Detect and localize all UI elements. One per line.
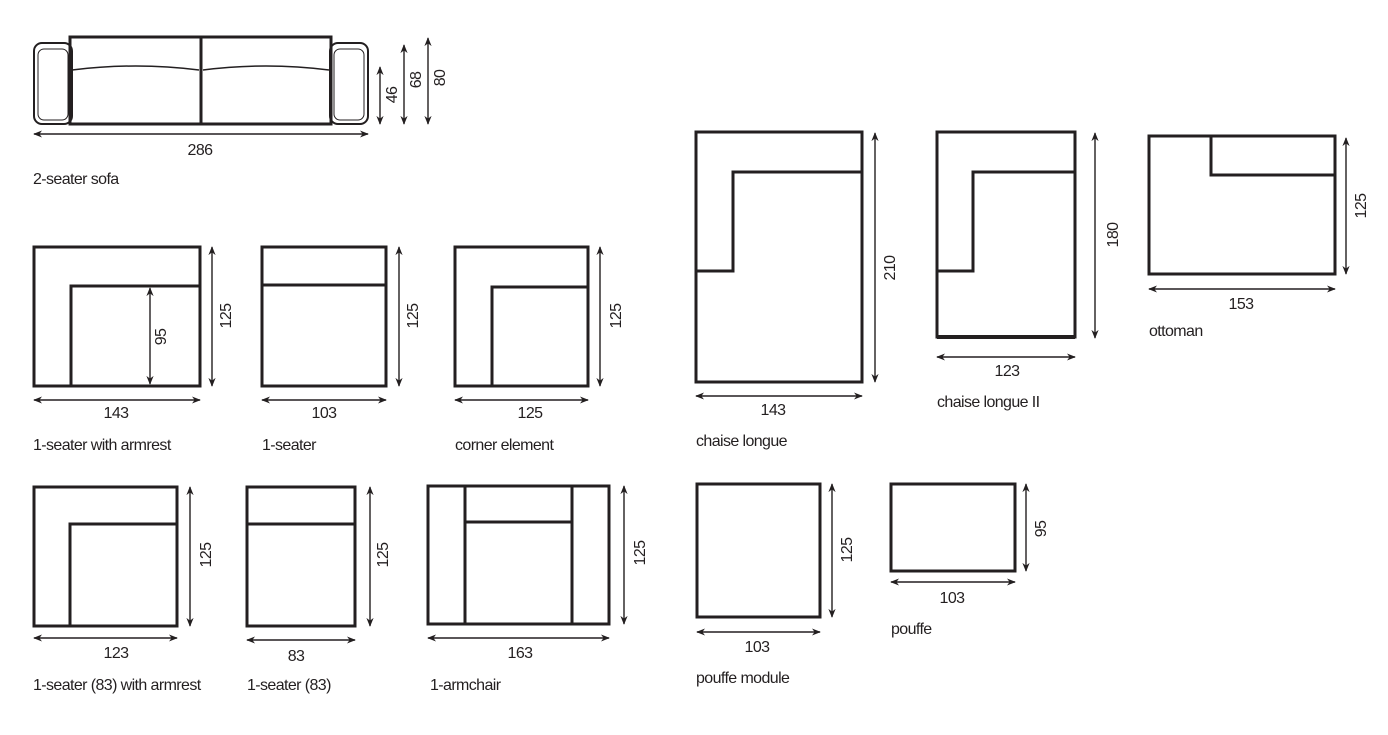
module-name: 1-seater (83) with armrest bbox=[33, 677, 202, 694]
back-height-label: 80 bbox=[432, 69, 449, 86]
module-1-seater-with-armrest: 95 125 143 1-seater with armrest bbox=[32, 245, 235, 454]
depth-label: 125 bbox=[632, 540, 649, 566]
module-name: 1-seater (83) bbox=[247, 677, 331, 694]
depth-label: 125 bbox=[198, 542, 215, 568]
width-label: 143 bbox=[104, 405, 130, 422]
module-name: chaise longue II bbox=[937, 394, 1039, 411]
depth-label: 125 bbox=[1353, 193, 1370, 219]
depth-label: 125 bbox=[218, 303, 235, 329]
seat-height-label: 46 bbox=[384, 86, 401, 103]
depth-label: 125 bbox=[405, 303, 422, 329]
module-corner-element: 125 125 corner element bbox=[453, 245, 625, 454]
module-name: pouffe module bbox=[696, 670, 790, 687]
module-name: pouffe bbox=[891, 621, 932, 638]
module-chaise-longue: 210 143 chaise longue bbox=[694, 130, 899, 450]
module-name: ottoman bbox=[1149, 323, 1203, 340]
depth-label: 180 bbox=[1105, 222, 1122, 248]
width-label: 286 bbox=[188, 142, 214, 159]
depth-label: 95 bbox=[1033, 520, 1050, 537]
module-1-armchair: 125 163 1-armchair bbox=[426, 484, 649, 694]
module-name: chaise longue bbox=[696, 433, 788, 450]
module-name: 1-seater bbox=[262, 437, 317, 454]
module-ottoman: 125 153 ottoman bbox=[1147, 134, 1370, 340]
width-label: 163 bbox=[508, 645, 534, 662]
width-label: 103 bbox=[312, 405, 338, 422]
seat-depth-label: 95 bbox=[153, 328, 170, 345]
depth-label: 210 bbox=[882, 255, 899, 281]
module-1-seater-83-with-armrest: 125 123 1-seater (83) with armrest bbox=[32, 485, 215, 694]
depth-label: 125 bbox=[375, 542, 392, 568]
module-chaise-longue-ii: 180 123 chaise longue II bbox=[935, 130, 1122, 411]
module-name: 2-seater sofa bbox=[33, 171, 119, 188]
width-label: 123 bbox=[104, 645, 130, 662]
module-name: corner element bbox=[455, 437, 554, 454]
module-2-seater-sofa: 286 46 68 80 2-seater sofa bbox=[33, 35, 449, 188]
module-pouffe: 95 103 pouffe bbox=[889, 482, 1050, 638]
right-arm bbox=[329, 42, 369, 125]
module-pouffe-module: 125 103 pouffe module bbox=[695, 482, 856, 687]
module-1-seater-83: 125 83 1-seater (83) bbox=[245, 485, 392, 694]
seat-cushion-edge bbox=[71, 65, 330, 71]
module-name: 1-armchair bbox=[430, 677, 502, 694]
depth-label: 125 bbox=[608, 303, 625, 329]
width-label: 103 bbox=[940, 590, 966, 607]
left-arm bbox=[33, 42, 73, 125]
width-label: 125 bbox=[518, 405, 544, 422]
depth-label: 125 bbox=[839, 537, 856, 563]
width-label: 103 bbox=[745, 639, 771, 656]
module-name: 1-seater with armrest bbox=[33, 437, 172, 454]
width-label: 143 bbox=[761, 402, 787, 419]
width-label: 153 bbox=[1229, 296, 1255, 313]
module-1-seater: 125 103 1-seater bbox=[260, 245, 422, 454]
width-label: 83 bbox=[288, 648, 305, 665]
arm-height-label: 68 bbox=[408, 71, 425, 88]
width-label: 123 bbox=[995, 363, 1021, 380]
